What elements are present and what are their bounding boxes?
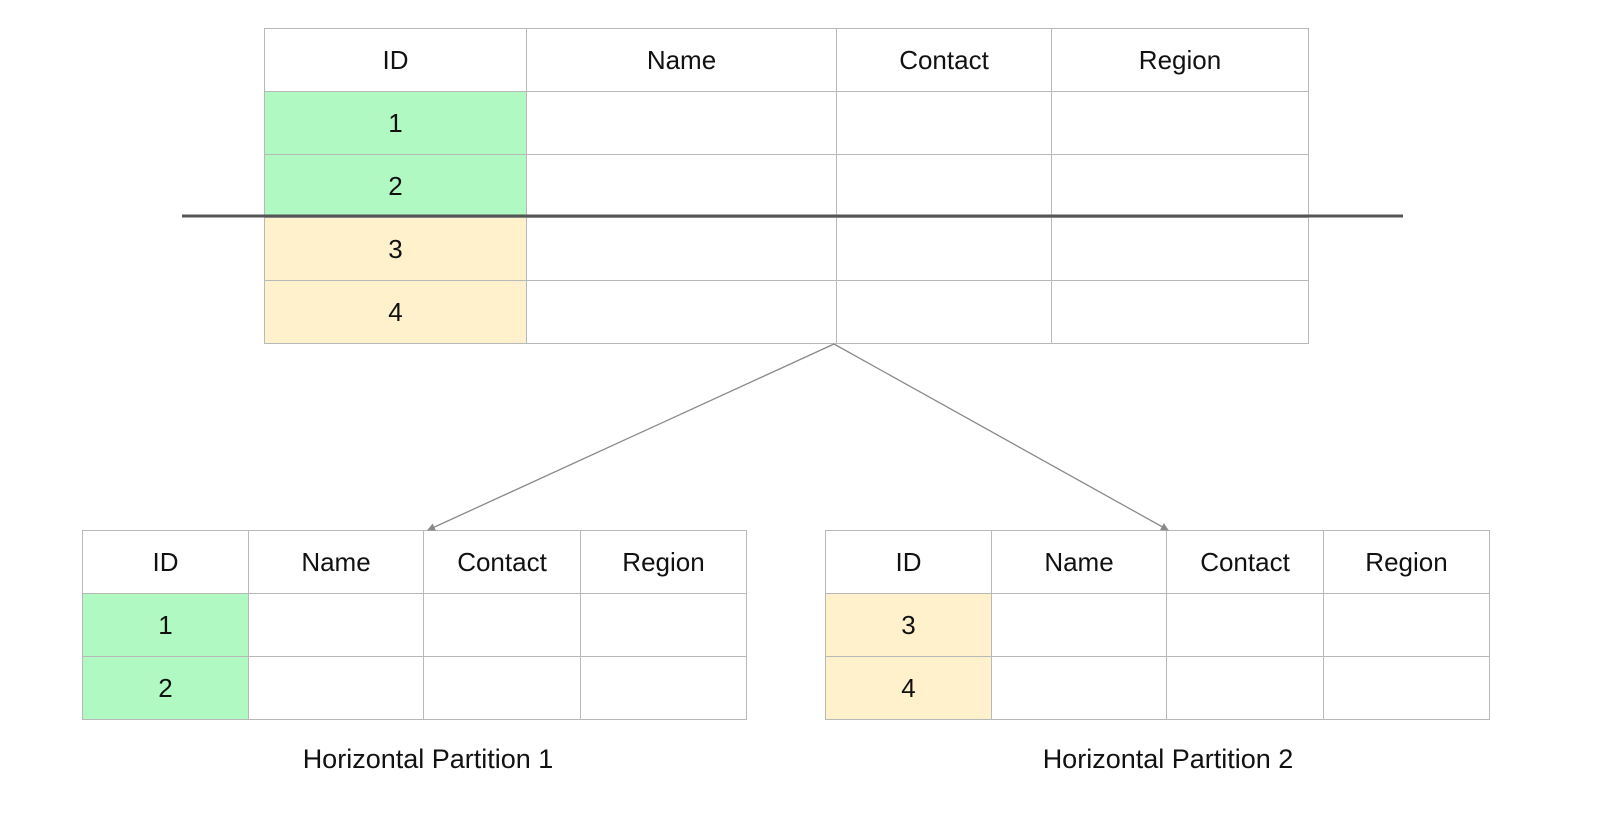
header-contact: Contact [836,28,1052,92]
original-table: ID Name Contact Region 1 2 3 4 [264,28,1309,344]
name-cell [991,656,1167,720]
table-row: 3 [825,593,1490,657]
name-cell [526,154,837,218]
name-cell [248,656,424,720]
header-contact: Contact [423,530,581,594]
header-name: Name [248,530,424,594]
contact-cell [1166,656,1324,720]
header-row: ID Name Contact Region [825,530,1490,594]
region-cell [1323,593,1490,657]
id-cell: 2 [264,154,527,218]
table-row: 2 [264,154,1309,218]
region-cell [1051,91,1309,155]
name-cell [526,91,837,155]
name-cell [248,593,424,657]
region-cell [1323,656,1490,720]
header-region: Region [1051,28,1309,92]
header-id: ID [825,530,992,594]
partition-2-table: ID Name Contact Region 3 4 [825,530,1490,720]
header-region: Region [580,530,747,594]
contact-cell [423,656,581,720]
header-row: ID Name Contact Region [82,530,747,594]
region-cell [1051,154,1309,218]
table-row: 4 [825,656,1490,720]
header-region: Region [1323,530,1490,594]
contact-cell [423,593,581,657]
id-cell: 2 [82,656,249,720]
name-cell [526,217,837,281]
arrow-to-partition-2 [833,343,1169,531]
id-cell: 3 [825,593,992,657]
table-row: 1 [82,593,747,657]
header-contact: Contact [1166,530,1324,594]
contact-cell [1166,593,1324,657]
contact-cell [836,91,1052,155]
contact-cell [836,217,1052,281]
partition-1-table: ID Name Contact Region 1 2 [82,530,747,720]
table-row: 4 [264,280,1309,344]
name-cell [526,280,837,344]
id-cell: 1 [82,593,249,657]
region-cell [1051,280,1309,344]
region-cell [580,593,747,657]
table-row: 2 [82,656,747,720]
arrow-to-partition-1 [427,343,835,531]
name-cell [991,593,1167,657]
contact-cell [836,154,1052,218]
region-cell [1051,217,1309,281]
id-cell: 3 [264,217,527,281]
header-name: Name [526,28,837,92]
id-cell: 1 [264,91,527,155]
id-cell: 4 [825,656,992,720]
contact-cell [836,280,1052,344]
partition-1-caption: Horizontal Partition 1 [302,744,554,774]
id-cell: 4 [264,280,527,344]
header-id: ID [82,530,249,594]
region-cell [580,656,747,720]
partition-2-caption: Horizontal Partition 2 [1042,744,1294,774]
header-row: ID Name Contact Region [264,28,1309,92]
header-name: Name [991,530,1167,594]
header-id: ID [264,28,527,92]
table-row: 3 [264,217,1309,281]
table-row: 1 [264,91,1309,155]
